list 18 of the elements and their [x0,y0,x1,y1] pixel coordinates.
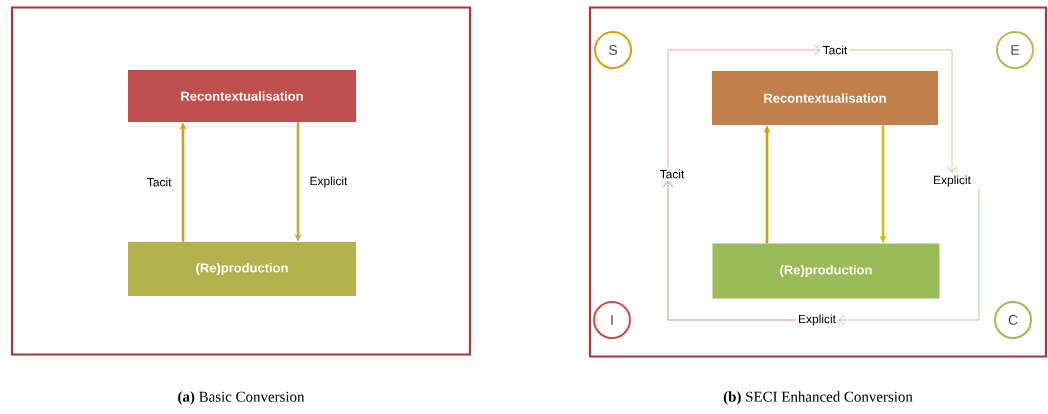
label-text: Tacit [823,45,848,55]
edge-label: Explicit [310,176,348,188]
process-box: (Re)production [712,243,940,299]
label-text: Tacit [660,169,685,179]
panel-frame [10,6,472,356]
process-box: Recontextualisation [128,70,356,122]
process-box: Recontextualisation [712,71,938,125]
arrow [667,44,821,168]
caption: (b) SECI Enhanced Conversion [723,391,913,405]
label-text: Explicit [799,314,836,326]
arrow [662,180,797,321]
panel-frame [588,6,1048,358]
caption: (a) Basic Conversion [178,391,305,405]
edge-label: Tacit [147,177,172,187]
label-text: Explicit [934,175,971,187]
arrow [849,49,958,173]
arrow [838,188,980,326]
process-box: (Re)production [128,242,356,296]
